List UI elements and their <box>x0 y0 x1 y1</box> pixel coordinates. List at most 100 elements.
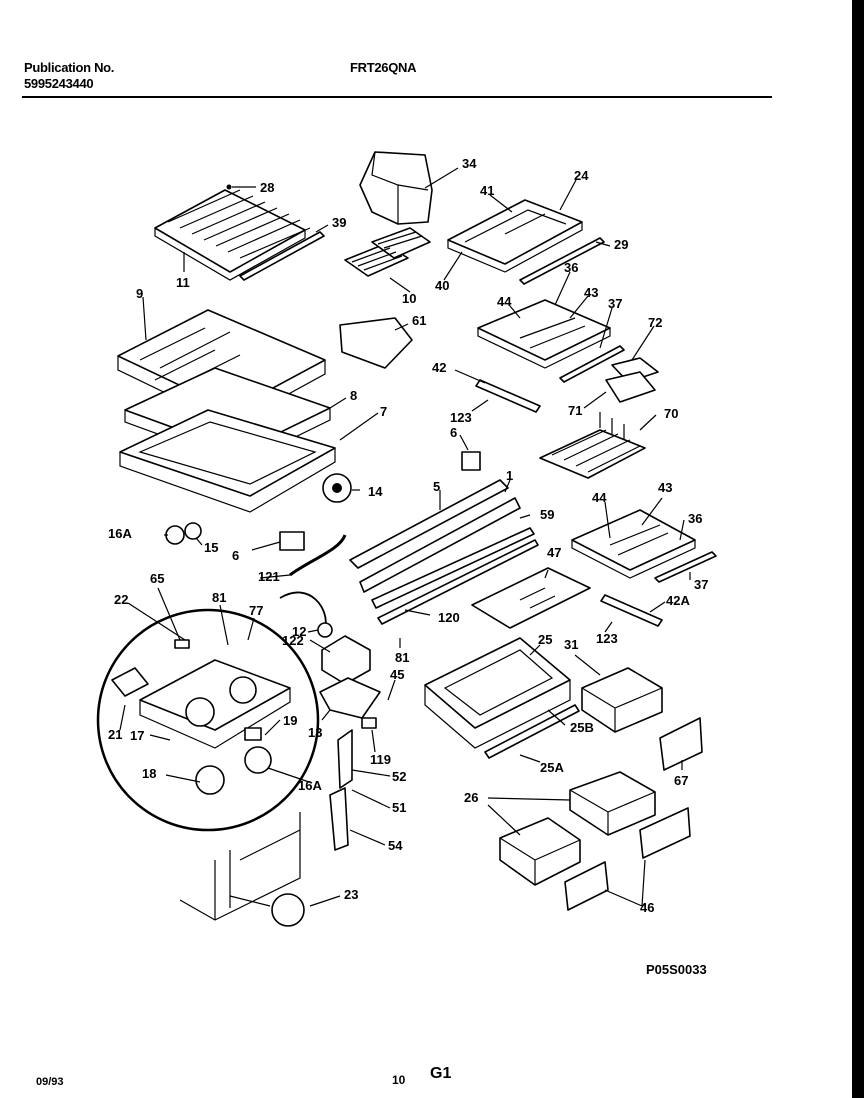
part-70-wire-basket <box>539 412 646 479</box>
callout: 7 <box>380 404 387 419</box>
callout: 34 <box>462 156 477 171</box>
callout: 23 <box>344 887 358 902</box>
callout: 47 <box>547 545 561 560</box>
part-12-fitting <box>317 622 333 638</box>
part-39-shelf-trim <box>239 231 325 281</box>
callout: 81 <box>395 650 409 665</box>
callout: 24 <box>574 168 589 183</box>
callout: 19 <box>283 713 297 728</box>
callout: 18 <box>142 766 156 781</box>
callout: 6 <box>450 425 457 440</box>
callout: 71 <box>568 403 582 418</box>
footer-group: G1 <box>430 1065 451 1082</box>
callout: 41 <box>480 183 494 198</box>
part-42A-rail <box>600 594 663 627</box>
part-7-crisper-frame <box>119 409 336 513</box>
callout: 123 <box>450 410 472 425</box>
callout: 17 <box>130 728 144 743</box>
callout: 1 <box>506 468 513 483</box>
part-25A-rail <box>484 704 580 759</box>
part-120-channel <box>371 527 535 609</box>
part-67-drawer-front <box>659 717 703 771</box>
part-42-shelf-rail <box>475 379 541 413</box>
scan-edge <box>852 0 864 1098</box>
callout: 11 <box>176 275 190 290</box>
callout: 13 <box>308 725 322 740</box>
publication-number: 5995243440 <box>24 76 94 91</box>
callout: 14 <box>368 484 383 499</box>
publication-label: Publication No. <box>24 60 115 75</box>
callout: 39 <box>332 215 346 230</box>
callout: 31 <box>564 637 578 652</box>
part-44-glass-shelf <box>477 299 611 369</box>
part-120-channel <box>377 539 539 625</box>
part-119-seal <box>361 717 377 729</box>
callout: 36 <box>564 260 578 275</box>
part-5-cover <box>349 479 509 569</box>
callout: 43 <box>658 480 672 495</box>
part-12-cable <box>279 591 327 629</box>
part-122-damper-housing <box>319 635 381 719</box>
part-31-drawer <box>581 667 663 733</box>
part-37-shelf-trim <box>654 551 717 583</box>
callout: 51 <box>392 800 406 815</box>
callout: 54 <box>388 838 403 853</box>
part-26-drawer <box>569 771 656 836</box>
callout: 37 <box>608 296 622 311</box>
callout: 65 <box>150 571 164 586</box>
callout: 8 <box>350 388 357 403</box>
part-6-clip <box>461 451 481 471</box>
header-rule <box>22 96 772 98</box>
callout: 121 <box>258 569 280 584</box>
callout: 44 <box>497 294 512 309</box>
part-52-duct <box>337 729 353 789</box>
diagram-code: P05S0033 <box>646 962 707 977</box>
callout: 81 <box>212 590 226 605</box>
callout: 37 <box>694 577 708 592</box>
part-46-drawer-front <box>564 861 609 911</box>
part-71-small-bin <box>605 357 659 403</box>
callout: 25 <box>538 632 552 647</box>
callout: 45 <box>390 667 404 682</box>
callout: 43 <box>584 285 598 300</box>
footer-page-number: 10 <box>392 1073 406 1087</box>
part-44-lower-shelf <box>571 509 696 579</box>
callout-labels: 34 28 24 41 39 29 11 10 40 9 36 43 37 44… <box>108 156 708 915</box>
callout: 5 <box>433 479 440 494</box>
callout: 119 <box>370 752 391 767</box>
callout: 46 <box>640 900 654 915</box>
callout: 28 <box>260 180 274 195</box>
part-54-duct <box>329 787 349 851</box>
part-6-clip <box>279 531 305 551</box>
part-25-crisper-pan <box>424 637 571 749</box>
callout: 52 <box>392 769 406 784</box>
callout: 120 <box>438 610 460 625</box>
callout: 12 <box>292 624 306 639</box>
callout: 26 <box>464 790 478 805</box>
part-1-cover <box>359 497 521 593</box>
callout: 16A <box>108 526 132 541</box>
callout: 25A <box>540 760 564 775</box>
callout: 72 <box>648 315 662 330</box>
callout: 42 <box>432 360 446 375</box>
model-number: FRT26QNA <box>350 60 417 75</box>
part-121-tube <box>289 534 347 577</box>
callout: 123 <box>596 631 618 646</box>
part-28-wire-shelf <box>154 184 311 281</box>
callout: 44 <box>592 490 607 505</box>
callout: 16A <box>298 778 322 793</box>
part-34-door-bin <box>359 151 433 225</box>
callout: 40 <box>435 278 449 293</box>
callout: 15 <box>204 540 218 555</box>
callout: 29 <box>614 237 628 252</box>
part-29-shelf-trim <box>519 237 605 285</box>
callout: 22 <box>114 592 128 607</box>
callout: 42A <box>666 593 690 608</box>
part-47-glass <box>471 567 591 629</box>
part-10-ice-trays <box>344 227 431 277</box>
callout: 6 <box>232 548 239 563</box>
callout: 122 <box>282 633 304 648</box>
callout: 59 <box>540 507 554 522</box>
